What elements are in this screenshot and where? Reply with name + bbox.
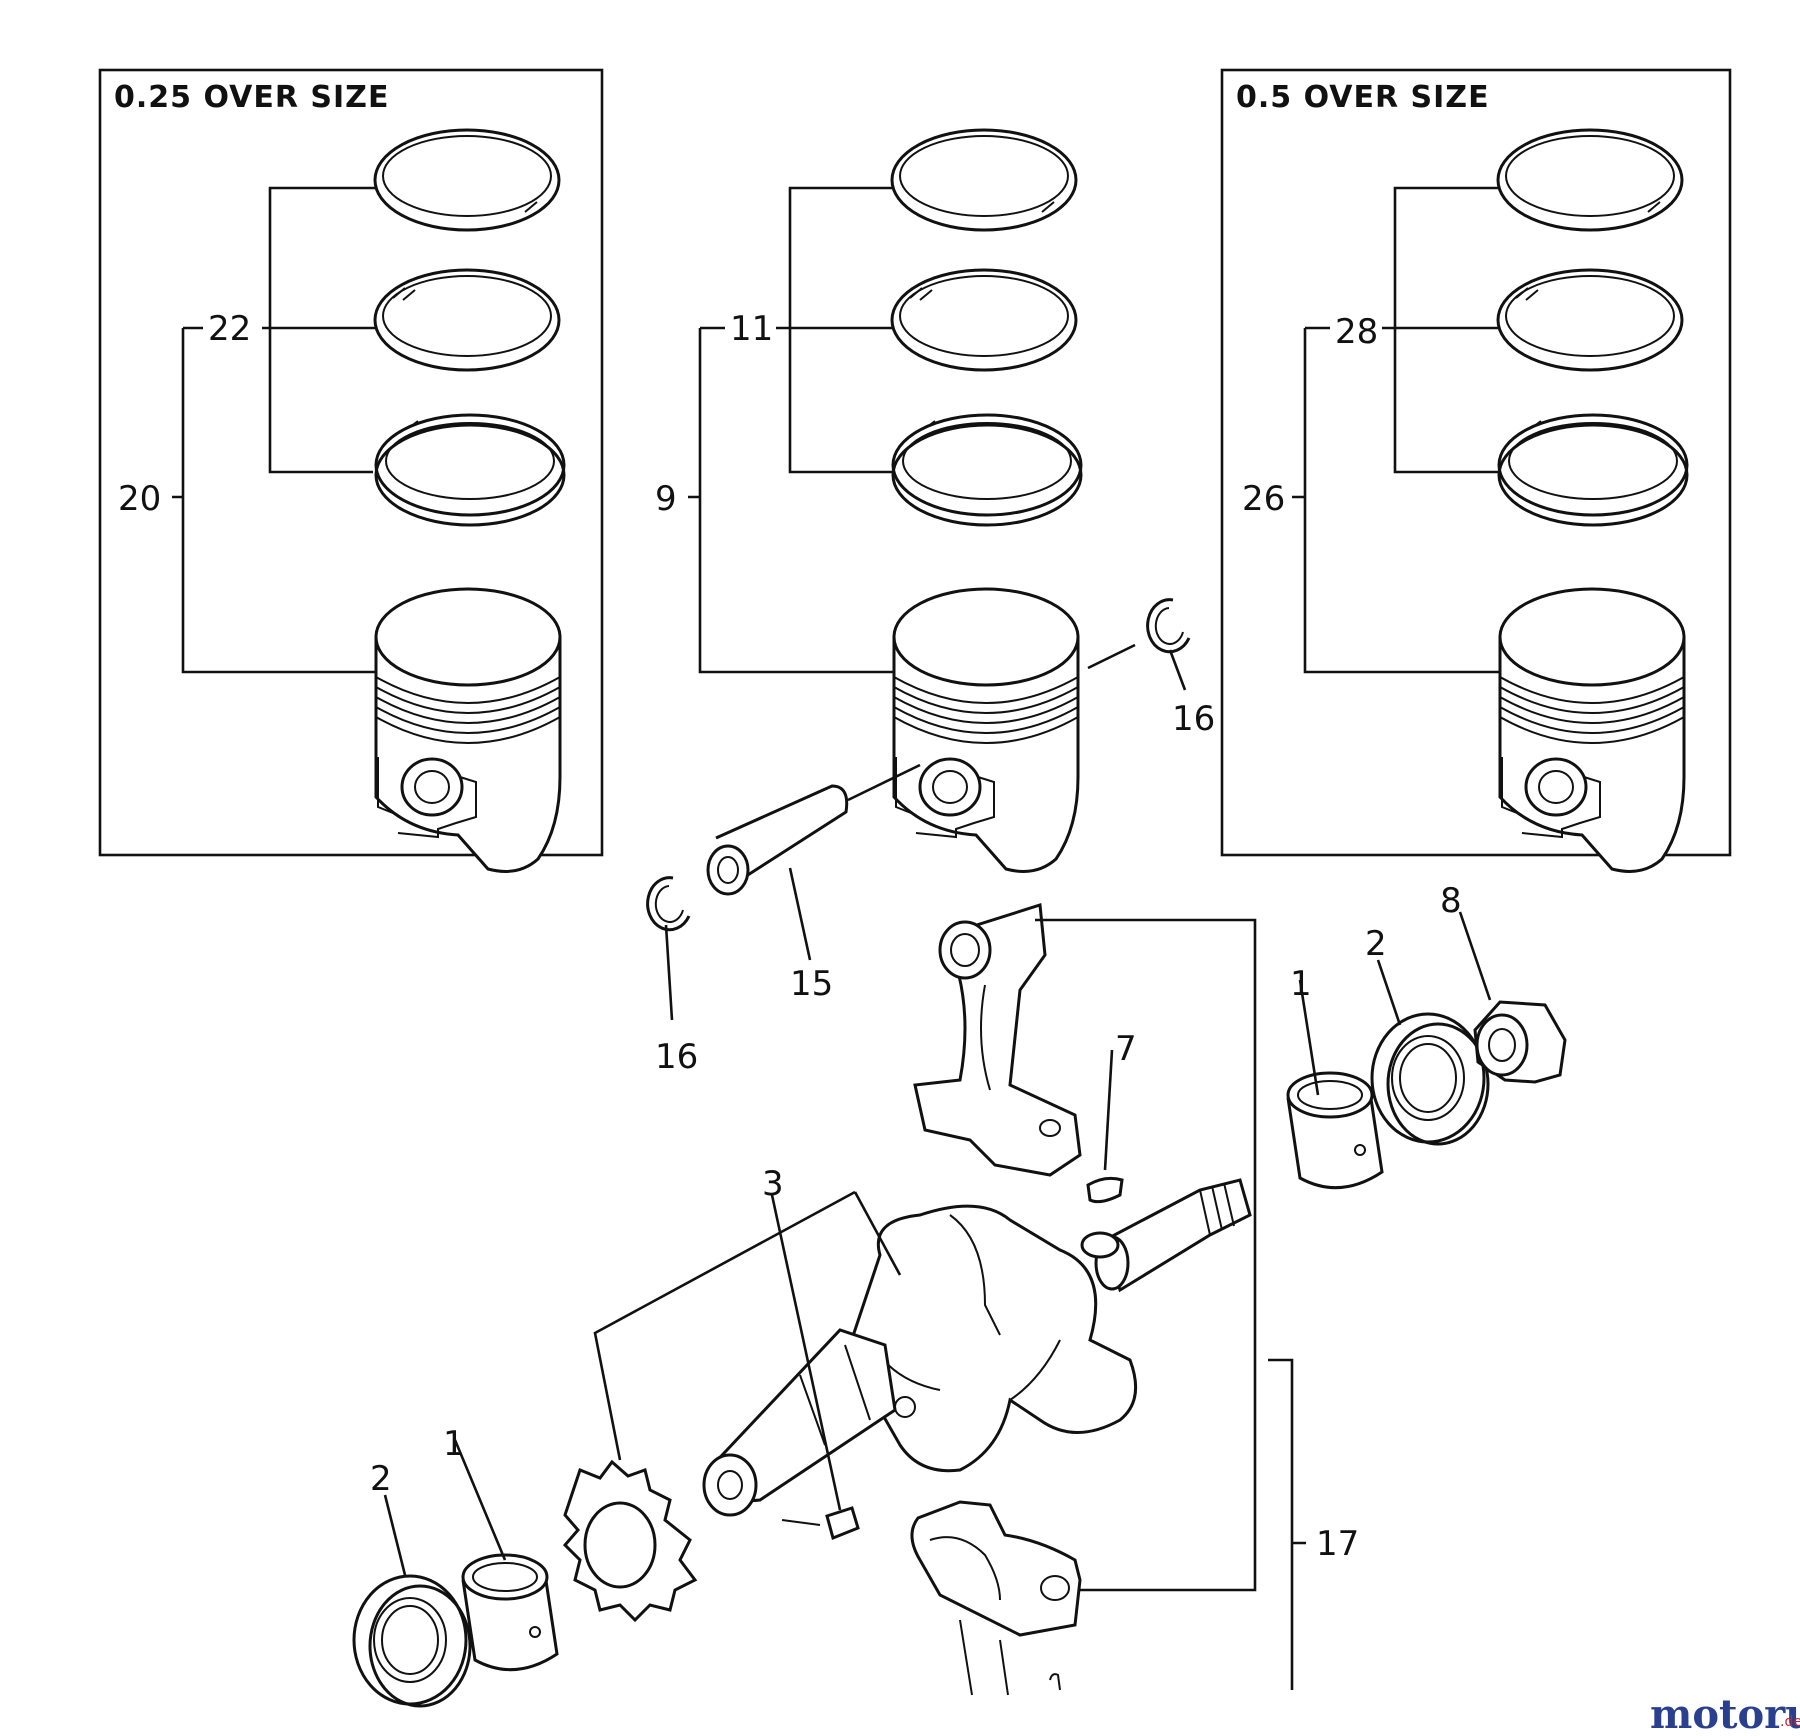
circlip — [1146, 598, 1191, 654]
piston-ring-oil — [1497, 413, 1689, 527]
callout-1: 1 — [1290, 964, 1312, 1004]
callout-2: 2 — [1365, 924, 1387, 964]
callout-20: 20 — [118, 479, 161, 519]
flange-nut — [1473, 1000, 1567, 1084]
piston-ring-top — [1496, 128, 1684, 232]
box-title-025: 0.25 OVER SIZE — [114, 80, 389, 115]
main-bearing-bush — [1286, 1071, 1384, 1190]
callout-7: 7 — [1115, 1029, 1137, 1069]
piston — [1498, 587, 1686, 873]
callout-11: 11 — [730, 309, 773, 349]
watermark-suffix: .de — [1780, 1714, 1800, 1730]
main-bearing-bush — [461, 1553, 559, 1672]
callout-16: 16 — [655, 1037, 698, 1077]
oversize-025-box: 0.25 OVER SIZE 22 20 — [98, 68, 604, 873]
woodruff-key — [825, 1506, 860, 1541]
piston-ring-second — [1496, 268, 1684, 372]
callout-3: 3 — [762, 1164, 784, 1204]
piston-ring-oil — [891, 413, 1083, 527]
callout-15: 15 — [790, 964, 833, 1004]
oil-seal — [352, 1574, 472, 1708]
piston — [374, 587, 562, 873]
callout-20: 22 — [208, 309, 251, 349]
callout-9: 9 — [655, 479, 677, 519]
oil-seal — [1370, 1012, 1490, 1146]
piston-ring-oil — [374, 413, 566, 527]
crank-gear — [562, 1459, 698, 1623]
watermark-brand: motoruf — [1650, 1691, 1800, 1736]
piston — [892, 587, 1080, 873]
watermark: motoruf .de — [1650, 1691, 1800, 1736]
piston-ring-top — [890, 128, 1078, 232]
callout-26: 26 — [1242, 479, 1285, 519]
callout-16: 16 — [1172, 699, 1215, 739]
piston-ring-second — [890, 268, 1078, 372]
circlip — [646, 876, 691, 932]
oversize-05-box: 0.5 OVER SIZE 28 26 — [1220, 68, 1732, 873]
callout-28: 28 — [1335, 312, 1378, 352]
callout-1: 1 — [443, 1424, 465, 1464]
callout-2: 2 — [370, 1459, 392, 1499]
connecting-rod-cap — [910, 1500, 1082, 1696]
callout-17: 17 — [1316, 1524, 1359, 1564]
piston-pin — [706, 784, 849, 896]
crankshaft — [702, 1178, 1252, 1517]
key — [1086, 1176, 1124, 1204]
callout-8: 8 — [1440, 881, 1462, 921]
standard-piston-set: 11 9 16 15 16 — [646, 128, 1215, 1077]
piston-ring-top — [373, 128, 561, 232]
piston-ring-second — [373, 268, 561, 372]
box-title-05: 0.5 OVER SIZE — [1236, 80, 1490, 115]
connecting-rod — [913, 903, 1082, 1177]
